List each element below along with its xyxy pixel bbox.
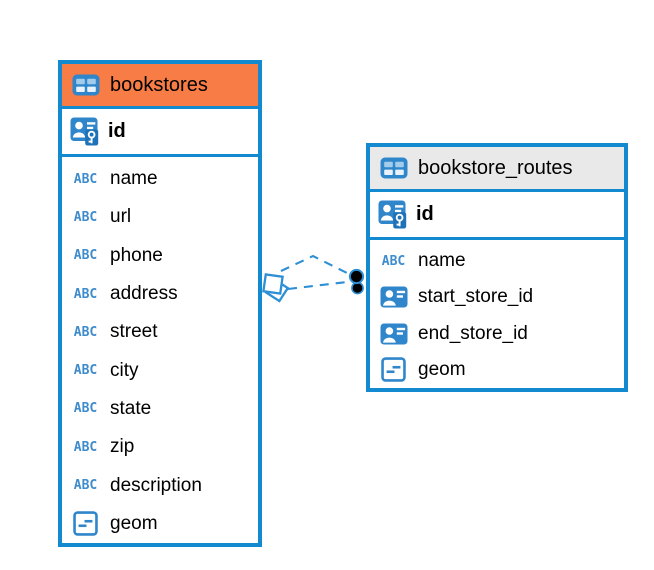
text-type-icon: ABC [73, 171, 98, 187]
text-type-icon: ABC [73, 478, 98, 494]
column-label: geom [418, 358, 466, 380]
column-label: end_store_id [418, 322, 528, 344]
column-row-name[interactable]: ABC name [370, 243, 624, 279]
column-row-url[interactable]: ABC url [62, 198, 258, 236]
foreign-key-icon [378, 323, 409, 345]
relationship-line-upper [280, 254, 352, 276]
relationship-edge[interactable] [262, 254, 365, 303]
column-row-address[interactable]: ABC address [62, 275, 258, 313]
column-label: phone [110, 244, 163, 266]
geometry-type-icon [378, 357, 409, 382]
column-row-geom[interactable]: geom [62, 505, 258, 543]
table-icon [70, 74, 101, 96]
column-label: zip [110, 436, 135, 458]
table-header-bookstores[interactable]: bookstores [62, 64, 258, 109]
text-type-icon: ABC [73, 248, 98, 264]
column-label: description [110, 474, 202, 496]
table-header-bookstore-routes[interactable]: bookstore_routes [370, 147, 624, 192]
text-type-icon: ABC [73, 401, 98, 417]
table-title: bookstore_routes [418, 156, 573, 179]
column-row-phone[interactable]: ABC phone [62, 237, 258, 275]
text-type-icon: ABC [73, 363, 98, 379]
column-row-end-store-id[interactable]: end_store_id [370, 316, 624, 352]
text-type-icon: ABC [73, 324, 98, 340]
column-row-zip[interactable]: ABC zip [62, 428, 258, 466]
column-label: city [110, 359, 139, 381]
text-type-icon: ABC [73, 439, 98, 455]
column-row-name[interactable]: ABC name [62, 160, 258, 198]
column-label: state [110, 397, 152, 419]
table-title: bookstores [110, 73, 208, 96]
entity-bookstores[interactable]: bookstores id ABC name ABC url ABC phone… [58, 60, 262, 547]
column-label: address [110, 283, 178, 305]
geometry-type-icon [70, 511, 101, 536]
column-label: id [108, 120, 126, 142]
primary-key-icon [377, 200, 408, 229]
column-row-state[interactable]: ABC state [62, 390, 258, 428]
column-label: name [110, 168, 158, 190]
text-type-icon: ABC [73, 286, 98, 302]
text-type-icon: ABC [381, 253, 406, 269]
relationship-line-lower [287, 280, 348, 291]
column-list: ABC name ABC url ABC phone ABC address A… [62, 160, 258, 543]
column-row-city[interactable]: ABC city [62, 351, 258, 389]
text-type-icon: ABC [73, 209, 98, 225]
column-label: id [416, 203, 434, 225]
table-icon [378, 157, 409, 179]
column-list: ABC name start_store_id end_store_id ge [370, 243, 624, 388]
column-row-geom[interactable]: geom [370, 352, 624, 388]
entity-bookstore-routes[interactable]: bookstore_routes id ABC name start_store… [366, 143, 628, 392]
column-row-id[interactable]: id [62, 109, 258, 157]
column-label: start_store_id [418, 286, 534, 308]
dot-marker[interactable] [348, 268, 365, 295]
diamond-marker[interactable] [262, 273, 290, 303]
column-row-start-store-id[interactable]: start_store_id [370, 279, 624, 315]
column-label: url [110, 206, 132, 228]
column-label: street [110, 321, 158, 343]
column-row-street[interactable]: ABC street [62, 313, 258, 351]
column-row-id[interactable]: id [370, 192, 624, 240]
column-row-description[interactable]: ABC description [62, 466, 258, 504]
column-label: geom [110, 512, 158, 534]
primary-key-icon [69, 117, 100, 146]
foreign-key-icon [378, 286, 409, 308]
column-label: name [418, 250, 466, 272]
